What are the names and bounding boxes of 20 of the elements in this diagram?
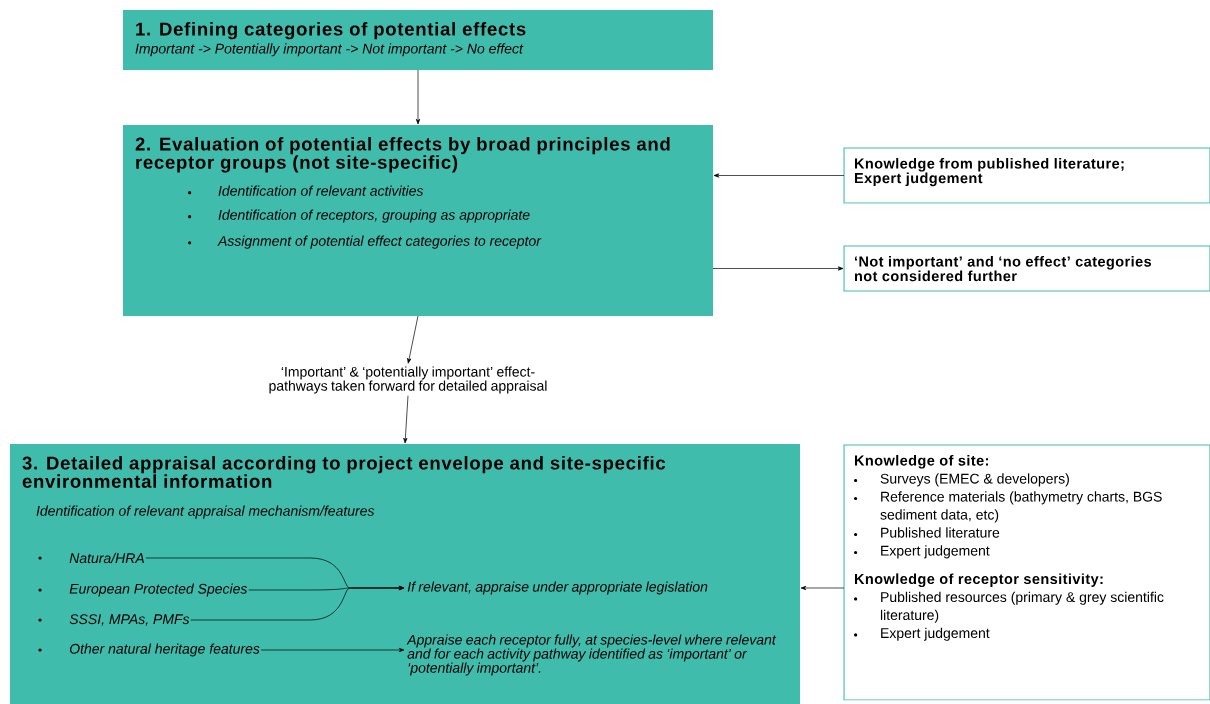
arrow — [415, 69, 421, 125]
input-box: Knowledge of site: Surveys (EMEC & developers) Reference materials (bathymetry charts, BGS sediment data, etc) Published literature Expert judgement Knowledge of receptor sensitivity: Published resources (primary & grey scientific literature) Expert judgement — [843, 444, 1210, 701]
list-item: European Protected Species — [69, 583, 248, 597]
input-box: Knowledge from published literature; Expert judgement — [843, 147, 1210, 204]
arrow — [713, 173, 845, 178]
arrow — [407, 315, 419, 364]
outcome-text: If relevant, appraise under appropriate legislation — [407, 581, 708, 595]
list-item: SSSI, MPAs, PMFs — [69, 614, 190, 626]
list-item: Natura/HRA — [69, 552, 144, 564]
arrow — [712, 266, 844, 271]
arrow — [800, 585, 845, 591]
arrow — [260, 647, 405, 653]
flow-note: ‘Important’ & ‘potentially important’ effect-pathways taken forward for detailed appraisal — [269, 366, 547, 394]
process-box: 1. Defining categories of potential effects Important -> Potentially important -> Not important -> No effect — [123, 10, 713, 70]
input-box: ‘Not important’ and ‘no effect’ categories not considered further — [843, 245, 1210, 292]
arrow — [190, 585, 405, 621]
arrow — [403, 395, 409, 444]
outcome-text: Appraise each receptor fully, at species-level where relevant and for each activity pathway identified as ‘important’ or ‘potentially important’. — [406, 634, 777, 676]
list-item: Other natural heritage features — [69, 643, 260, 657]
process-box: 2. Evaluation of potential effects by broad principles and receptor groups (not site-specific) Identification of relevant activities Identification of receptors, grouping as appropriate Assignment of potential effect categories to receptor — [123, 125, 713, 316]
